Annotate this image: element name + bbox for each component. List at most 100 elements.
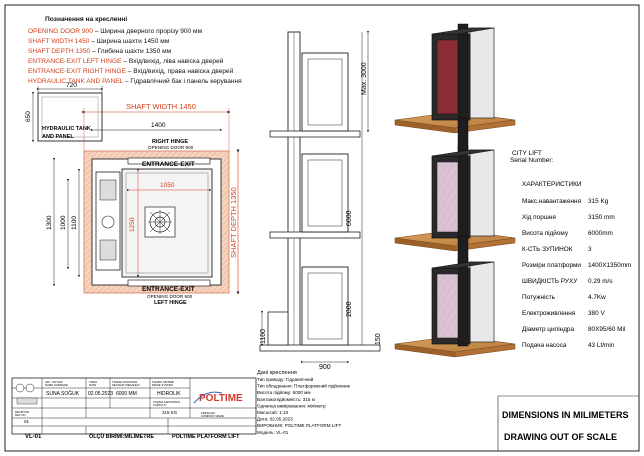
tb-revision: 01 (24, 419, 30, 424)
spec-value: 3150 mm (588, 214, 615, 221)
legend-item: OPENING DOOR 900 – Ширина дверного прорі… (28, 27, 203, 35)
legend-item-code: ENTRANCE-EXIT LEFT HINGE (28, 58, 122, 65)
spec-value: 3 (588, 246, 592, 253)
tb-drive: HIDROLIK (157, 391, 181, 397)
legend-item: SHAFT WIDTH 1450 – Ширина шахти 1450 мм (28, 38, 170, 45)
dim-1000: 1000 (60, 215, 67, 230)
note-line: ВИРОБНИК: POLTIME PLATFORM LIFT (257, 423, 341, 428)
spec-value: 315 Kg (588, 198, 609, 205)
titleblock-logo-small (15, 383, 38, 405)
spec-label: Електроживлення (522, 310, 576, 317)
floor-ornament (144, 206, 176, 238)
legend-item-desc: – Глибина шахти 1350 мм (90, 47, 171, 55)
spec-label: ШВИДКІСТЬ РУХУ (522, 278, 578, 285)
hydraulic-label-2: AND PANEL (42, 134, 74, 140)
footer-dimensions: DIMENSIONS IN MILIMETERS (502, 410, 629, 420)
spec-value: 1400X1350mm (588, 262, 631, 269)
note-line: Тип обладнання: Платформений підйомник (257, 383, 351, 389)
spec-value: 6000mm (588, 230, 613, 237)
footer-scale: DRAWING OUT OF SCALE (504, 432, 617, 442)
spec-value: 80X95/60 Mil (588, 326, 625, 333)
note-line: Масштаб: 1:10 (257, 410, 289, 415)
spec-label: Потужність (522, 293, 556, 301)
spec-value: 43 Lt/min (588, 342, 615, 349)
spec-label: Подача насоса (522, 342, 567, 349)
plan-view: HYDRAULIC TANK AND PANEL 720 650 (25, 82, 240, 306)
entrance-exit-top: ENTRANCE-EXIT (142, 161, 195, 168)
legend: Позначення на кресленні OPENING DOOR 900… (28, 15, 242, 85)
specs-heading: ХАРАКТЕРИСТИКИ (522, 181, 582, 188)
legend-item-desc: – Вхід/вихід, ліва навіска дверей (122, 57, 224, 65)
front-elevation: Max. 3000 6000 2000 1160 150 900 (259, 30, 382, 371)
door-elev-3 (301, 52, 349, 132)
legend-item-desc: – Ширина дверного прорізу 900 мм (93, 27, 203, 35)
dim-650: 650 (25, 111, 32, 122)
dim-1250: 1250 (129, 217, 136, 232)
note-line: Дата: 02.05.2023 (257, 417, 293, 422)
legend-item: ENTRANCE-EXIT RIGHT HINGE – Вхід/вихід, … (28, 67, 234, 75)
legend-item-desc: – Гідравлічний бак і панель керування (123, 77, 242, 85)
pit-box (267, 311, 289, 346)
spec-label: Діаметр циліндра (522, 325, 574, 333)
spec-label: К-СТЬ ЗУПИНОК (522, 246, 573, 253)
spec-label: Висота підйому (522, 229, 569, 237)
dim-150: 150 (375, 333, 382, 345)
drawing-notes: Дані креслення Тип приводу: Гідравлічний… (257, 370, 351, 435)
hydraulic-tank-inner (41, 96, 99, 138)
note-line: Тип приводу: Гідравлічний (257, 376, 314, 382)
dim-720: 720 (66, 82, 77, 89)
notes-title: Дані креслення (257, 370, 297, 376)
spec-label: Розміри платформи (522, 261, 581, 269)
note-line: Модель: VL-01 (257, 430, 289, 435)
tb-logo: POLTIME (199, 393, 243, 404)
door-top (127, 157, 211, 165)
opening-door-bottom: OPENING DOOR 900 (147, 294, 193, 299)
legend-title: Позначення на кресленні (45, 15, 127, 23)
left-hinge: LEFT HINGE (154, 300, 187, 306)
note-line: Висота підйому: 6000 мм (257, 389, 311, 395)
dim-1050: 1050 (160, 182, 175, 189)
legend-item-code: SHAFT WIDTH 1450 (28, 38, 90, 45)
spec-value: 0.29 m/s (588, 278, 613, 285)
ground-floor (259, 344, 381, 352)
legend-item-code: OPENING DOOR 900 (28, 28, 93, 35)
legend-item-desc: – Ширина шахти 1450 мм (89, 38, 169, 45)
shaft-width-label: SHAFT WIDTH 1450 (126, 102, 196, 111)
floor-slab-2 (269, 231, 361, 239)
tb-product: POLTIME PLATFORM LIFT (172, 434, 240, 440)
legend-item-desc: – Вхід/вихід, права навіска дверей (126, 67, 234, 75)
hydraulic-tank (37, 92, 103, 142)
iso-view (394, 23, 516, 358)
hydraulic-label-1: HYDRAULIC TANK (42, 126, 91, 132)
floor-slab-3 (269, 130, 361, 138)
spec-value: 4.7Kw (588, 294, 606, 301)
right-hinge: RIGHT HINGE (152, 139, 188, 145)
dim-1100: 1100 (71, 216, 78, 230)
specs-panel: CITY LIFT Serial Number: ХАРАКТЕРИСТИКИ … (510, 150, 631, 349)
tb-travel: 6000 MM (116, 391, 137, 397)
dim-max3000: Max. 3000 (361, 62, 368, 95)
note-line: Одиниця вимірювання: міліметр (257, 403, 326, 408)
legend-item-code: SHAFT DEPTH 1350 (28, 48, 91, 55)
dim-2000: 2000 (346, 301, 353, 317)
tb-name: SUNA SOĞUK (46, 390, 80, 397)
door-bottom (127, 279, 211, 287)
dim-1300: 1300 (46, 215, 53, 230)
opening-door-top: OPENING DOOR 900 (148, 145, 194, 150)
dim-1160: 1160 (260, 329, 267, 344)
legend-item-code: ENTRANCE-EXIT RIGHT HINGE (28, 68, 127, 75)
dim-1400: 1400 (151, 122, 166, 129)
tb-date: 02.05.2023 (88, 391, 113, 397)
dim-6000: 6000 (346, 210, 353, 226)
entrance-exit-bottom: ENTRANCE-EXIT (142, 286, 195, 293)
door-elev-1 (301, 266, 349, 346)
